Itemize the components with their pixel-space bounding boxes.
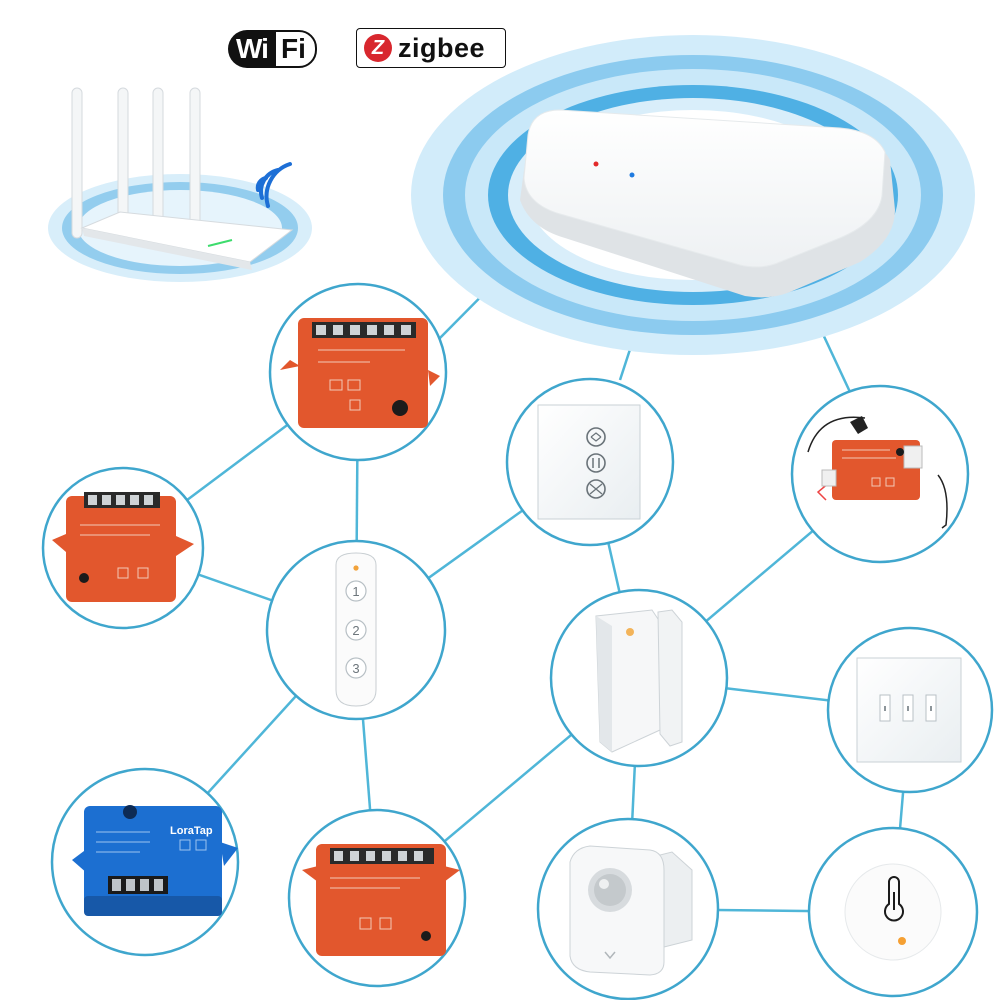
scene-remote-control: 1 2 3 <box>335 552 377 707</box>
remote-button-3: 3 <box>352 661 359 676</box>
zigbee-logo-text: zigbee <box>398 33 486 63</box>
remote-button-2: 2 <box>352 623 359 638</box>
wifi-logo-fi: Fi <box>273 30 317 68</box>
zigbee-mark-icon: Z <box>364 34 392 62</box>
wifi-logo: Wi Fi <box>228 29 318 69</box>
zigbee-gateway-icon <box>520 109 895 298</box>
motion-sensor-pir <box>569 845 693 976</box>
blue-module-brand: LoraTap <box>170 825 213 837</box>
remote-button-1: 1 <box>352 584 359 599</box>
thermometer-icon <box>884 876 904 922</box>
curtain-switch-panel <box>537 404 641 520</box>
wifi-router-icon <box>71 87 294 270</box>
temperature-sensor <box>837 856 949 968</box>
door-window-sensor <box>595 609 683 753</box>
wifi-logo-wi: Wi <box>228 30 274 68</box>
wifi-relay-module-blue: LoraTap <box>72 805 238 916</box>
single-relay-module <box>52 492 194 602</box>
three-gang-light-switch <box>856 657 962 763</box>
hub-blue-led <box>629 172 635 178</box>
hub-red-led <box>593 161 599 167</box>
wired-relay-module <box>807 416 948 529</box>
zigbee-logo: Z zigbee <box>356 28 506 68</box>
wifi-signal-icon <box>255 162 292 208</box>
dual-relay-module-top <box>280 318 440 428</box>
connection-lines <box>122 247 912 914</box>
dual-relay-module-bottom <box>302 844 460 956</box>
